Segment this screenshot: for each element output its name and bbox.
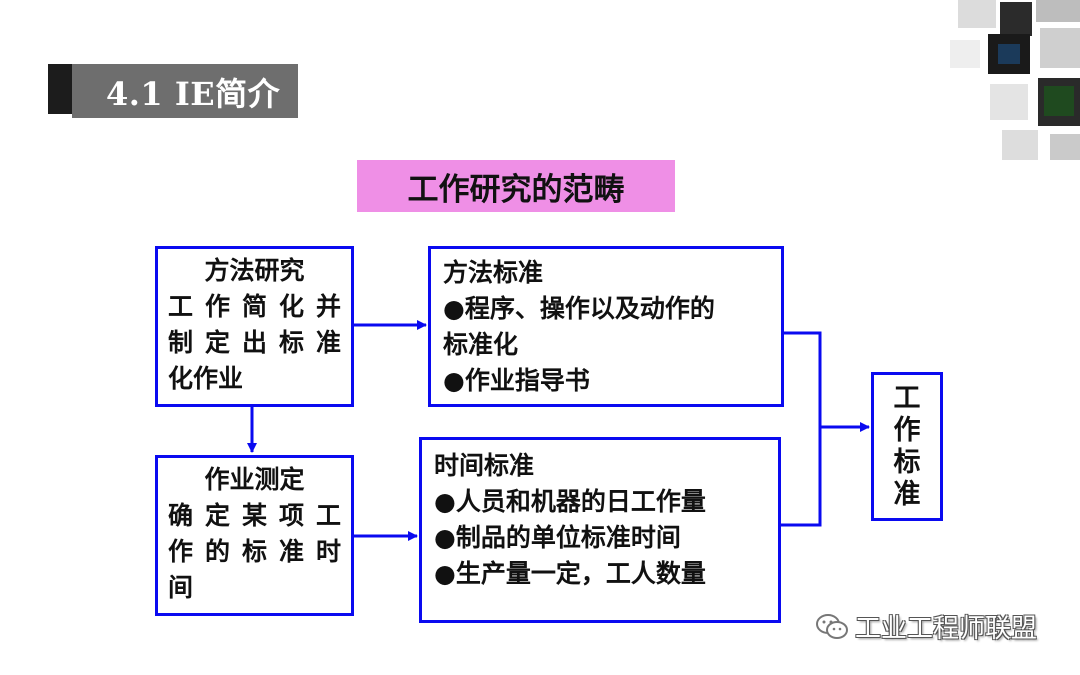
method-study-box: 方法研究 工作简化并 制定出标准 化作业 [155,246,354,407]
work-measurement-heading: 作业测定 [204,465,305,494]
time-standard-bullet: ●生产量一定，工人数量 [434,559,706,588]
work-measurement-line: 间 [168,573,194,602]
work-measurement-line: 作的标准时 [168,537,341,566]
method-study-line: 工作简化并 [168,292,341,321]
diagram-title: 工作研究的范畴 [407,171,625,208]
method-study-line: 化作业 [168,364,244,393]
section-tag-background [72,64,298,118]
work-standard-label: 工作标准 [893,382,921,510]
time-standard-bullet: ●制品的单位标准时间 [434,523,681,552]
section-title: 4.1 IE简介 [106,75,281,113]
section-tag: 4.1 IE简介 [48,64,298,118]
section-tag-accent [48,64,72,114]
method-standard-bullet: ●作业指导书 [443,366,590,395]
method-standard-bullet: ●程序、操作以及动作的 [443,294,715,323]
method-standard-line: 标准化 [443,330,519,359]
work-measurement-line: 确定某项工 [168,501,341,530]
time-standard-heading: 时间标准 [434,451,535,480]
watermark-text: 工业工程师联盟 [855,614,1038,644]
work-standard-box: 工作标准 [871,372,943,521]
diagram-title-box: 工作研究的范畴 [357,160,675,212]
decorative-squares [950,0,1080,160]
method-standard-heading: 方法标准 [443,258,544,287]
watermark: 工业工程师联盟 [815,608,1037,645]
wechat-icon [816,613,848,639]
method-study-heading: 方法研究 [204,256,305,285]
time-standard-box: 时间标准 ●人员和机器的日工作量 ●制品的单位标准时间 ●生产量一定，工人数量 [419,437,781,623]
time-standard-bullet: ●人员和机器的日工作量 [434,487,706,516]
method-standard-box: 方法标准 ●程序、操作以及动作的 标准化 ●作业指导书 [428,246,784,407]
work-measurement-box: 作业测定 确定某项工 作的标准时 间 [155,455,354,616]
line-method-standard-to-merge [781,331,822,527]
method-study-line: 制定出标准 [168,328,341,357]
